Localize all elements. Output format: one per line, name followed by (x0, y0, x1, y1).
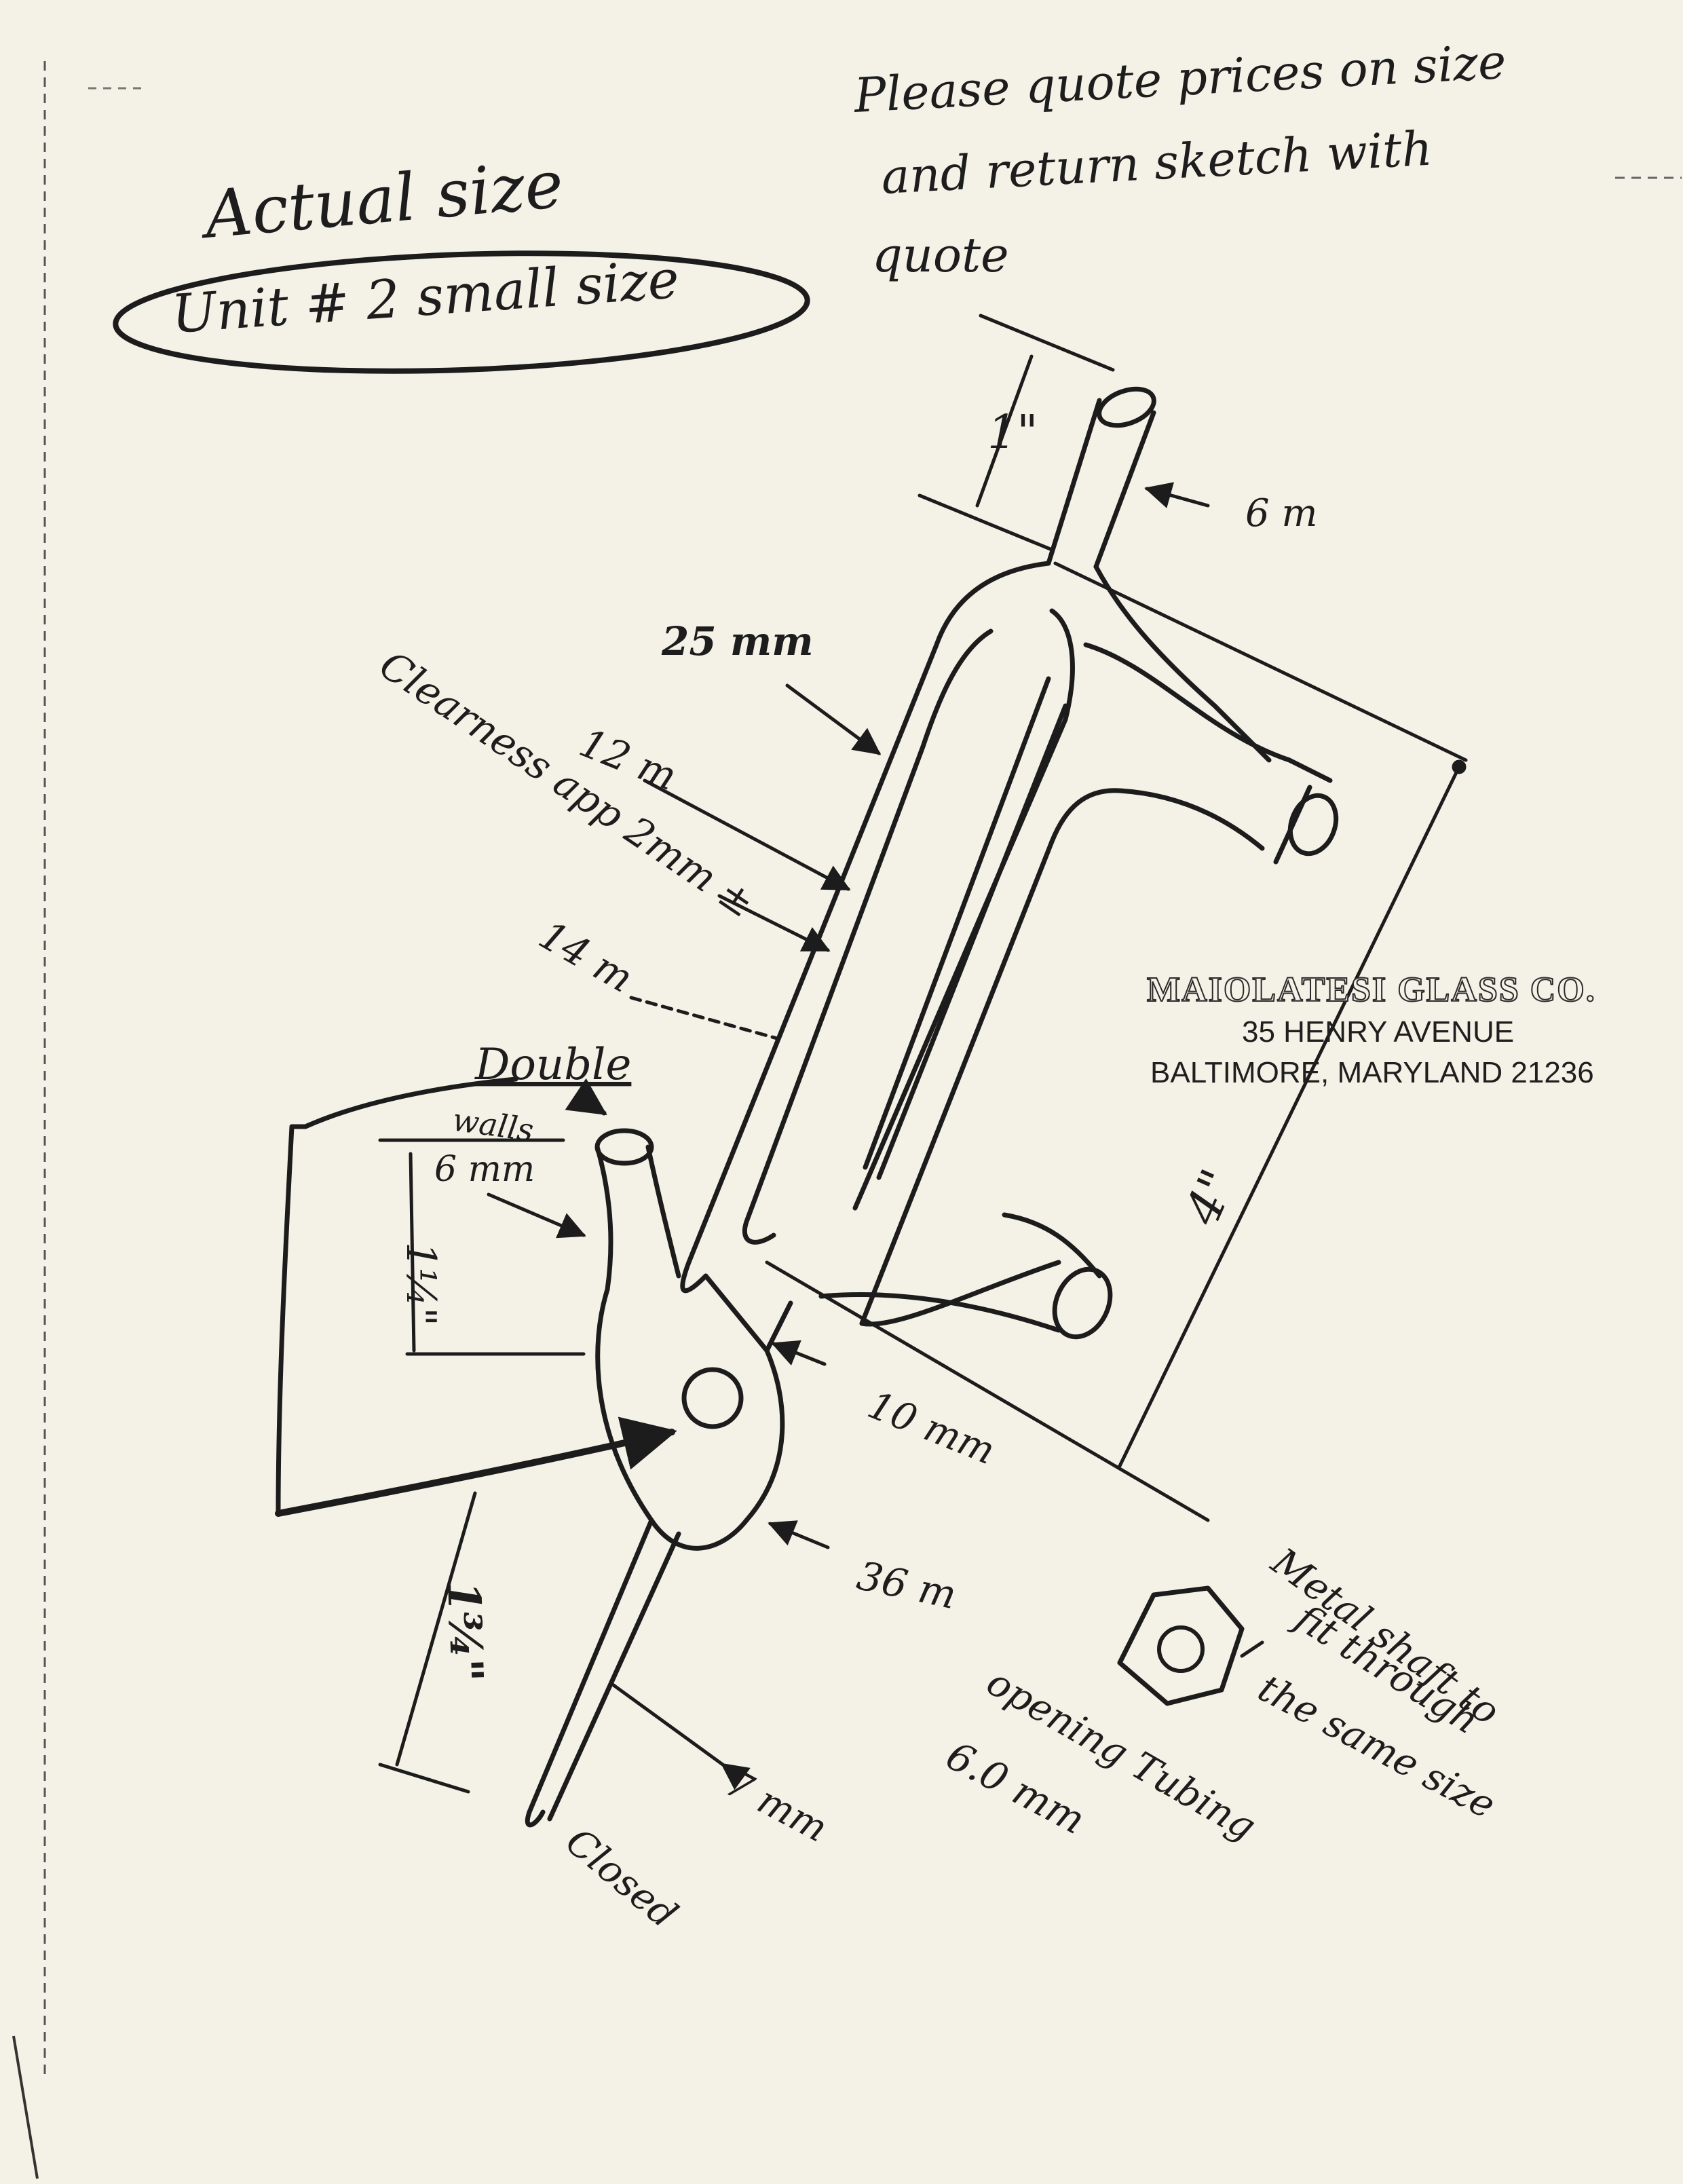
dim-neck-arrow (771, 1340, 827, 1366)
note-quote-line1: Please quote prices on size (852, 34, 1508, 124)
dim-top-length (918, 314, 1115, 552)
dim-hub-label: 36 m (853, 1552, 960, 1618)
stamp-city: BALTIMORE, MARYLAND 21236 (1150, 1056, 1594, 1089)
hex-nut-hole (1157, 1625, 1205, 1673)
dim-inner-wall-arrow-b (717, 894, 831, 952)
double-walls-callout (275, 1076, 677, 1517)
stamp-company-name: MAIOLATESI GLASS CO. (1147, 971, 1596, 1009)
side-arm-top-opening (1287, 793, 1339, 856)
dim-side-tube-length-label: 1¼" (397, 1242, 445, 1326)
dim-side-tube-length (378, 1138, 586, 1356)
stamp-street: 35 HENRY AVENUE (1242, 1015, 1514, 1049)
clearness-note: Clearness app 2mm ± (371, 641, 763, 926)
actual-size-label: Actual size (196, 146, 566, 253)
dim-neck-label: 10 mm (862, 1383, 1001, 1473)
hub-hole (681, 1367, 744, 1429)
glass-apparatus (525, 386, 1339, 1828)
dim-stem-length-label: 1¾" (437, 1580, 493, 1683)
dim-stem-dia-label: 7 mm (718, 1761, 834, 1851)
side-tube-opening (594, 1128, 654, 1166)
side-arm-bottom-opening (1052, 1266, 1113, 1340)
dim-hub-arrow (768, 1520, 830, 1549)
dim-side-tube-dia-label: 6 mm (434, 1149, 535, 1190)
dim-top-dia-arrow (1144, 482, 1210, 508)
double-label: Double (474, 1040, 631, 1090)
dim-length-4 (765, 561, 1468, 1522)
dim-stem-dia-arrow (609, 1681, 751, 1790)
dim-inner-wall-arrow (629, 996, 779, 1040)
corner-mark (12, 2035, 39, 2179)
dim-outer-width-arrow (785, 683, 882, 755)
closed-label: Closed (557, 1820, 685, 1937)
note-quote-line2: and return sketch with (880, 121, 1434, 205)
dim-inner-wall-label: 14 m (531, 911, 641, 1002)
note-quote-line3: quote (872, 227, 1009, 283)
hex-nut-sketch (1117, 1585, 1245, 1706)
dim-top-dia-label: 6 m (1245, 491, 1318, 535)
dim-inner-width-arrow (643, 778, 851, 891)
unit-oval (113, 250, 810, 374)
dim-stem-length (378, 1491, 477, 1794)
dim-side-tube-dia-arrow (487, 1192, 586, 1239)
dim-top-length-label: 1" (987, 406, 1038, 459)
metal-note-pointer (1240, 1640, 1264, 1658)
dim-outer-width-label: 25 mm (661, 618, 814, 664)
unit-label: Unit # 2 small size (170, 249, 681, 345)
